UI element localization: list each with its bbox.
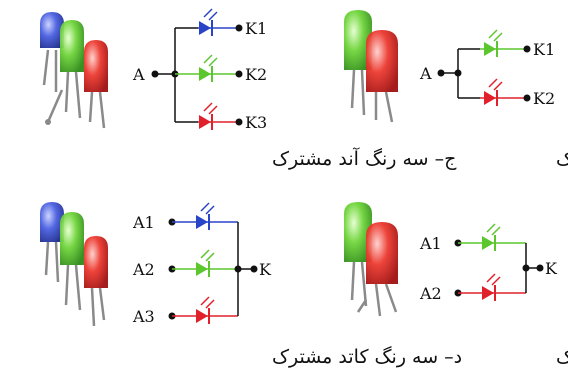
common-terminal-label: K	[259, 260, 272, 279]
red-diode-symbol	[484, 91, 496, 105]
led-photo-two-color	[344, 202, 398, 317]
terminal-label-a1: A1	[419, 234, 442, 253]
led-photo-three-color	[40, 12, 108, 129]
red-led-body	[366, 222, 398, 284]
red-led-body	[366, 30, 398, 92]
panel-two-color-common-anode: A K1 K2 الف– دو رنگ آند مشترک	[344, 10, 568, 170]
caption-three-color-common-cathode: د– سه رنگ کاتد مشترک	[272, 346, 462, 368]
terminal-label-k1: K1	[533, 40, 555, 59]
terminal-label-k1: K1	[245, 19, 267, 38]
caption-three-color-common-anode: ج– سه رنگ آند مشترک	[272, 146, 457, 170]
terminal-label-a2: A2	[132, 260, 155, 279]
green-diode-symbol	[482, 236, 494, 250]
blue-led-body	[40, 12, 64, 48]
caption-two-color-common-anode: الف– دو رنگ آند مشترک	[556, 146, 568, 170]
led-photo-two-color	[344, 10, 398, 123]
schematic-two-color-cathode: A1 A2 K	[419, 223, 558, 303]
red-diode-symbol	[482, 286, 494, 300]
green-led-body	[60, 20, 84, 72]
green-led-body	[344, 10, 372, 70]
red-led-body	[84, 236, 108, 288]
terminal-label-a1: A1	[132, 213, 155, 232]
schematic-three-color-anode: A K1 K2	[132, 8, 267, 132]
terminal-label-k3: K3	[245, 113, 267, 132]
caption-two-color-common-cathode: ب– دو رنگ کاتد مشترک	[556, 346, 568, 368]
red-diode-symbol	[196, 309, 208, 323]
green-led-body	[60, 212, 84, 265]
terminal-label-a3: A3	[132, 307, 155, 326]
common-terminal-label: A	[419, 64, 432, 83]
common-terminal-label: A	[132, 65, 145, 84]
schematic-two-color-anode: A K1 K2	[419, 29, 555, 108]
green-diode-symbol	[196, 262, 208, 276]
terminal-label-k2: K2	[533, 89, 555, 108]
green-diode-symbol	[484, 42, 496, 56]
terminal-label-k2: K2	[245, 65, 267, 84]
red-diode-symbol	[199, 115, 211, 129]
panel-two-color-common-cathode: A1 A2 K ب– دو رنگ کاتد مشترک	[344, 202, 568, 368]
schematic-three-color-cathode: A1 A2 A3	[132, 202, 272, 326]
green-led-body	[344, 202, 372, 262]
common-terminal-label: K	[545, 259, 558, 278]
blue-diode-symbol	[199, 21, 211, 35]
green-diode-symbol	[199, 67, 211, 81]
panel-three-color-common-cathode: A1 A2 A3	[40, 202, 462, 368]
blue-led-body	[40, 202, 64, 242]
panel-three-color-common-anode: A K1 K2	[40, 8, 457, 170]
blue-diode-symbol	[196, 215, 208, 229]
led-photo-three-color	[40, 202, 108, 327]
red-led-body	[84, 40, 108, 92]
terminal-label-a2: A2	[419, 284, 442, 303]
